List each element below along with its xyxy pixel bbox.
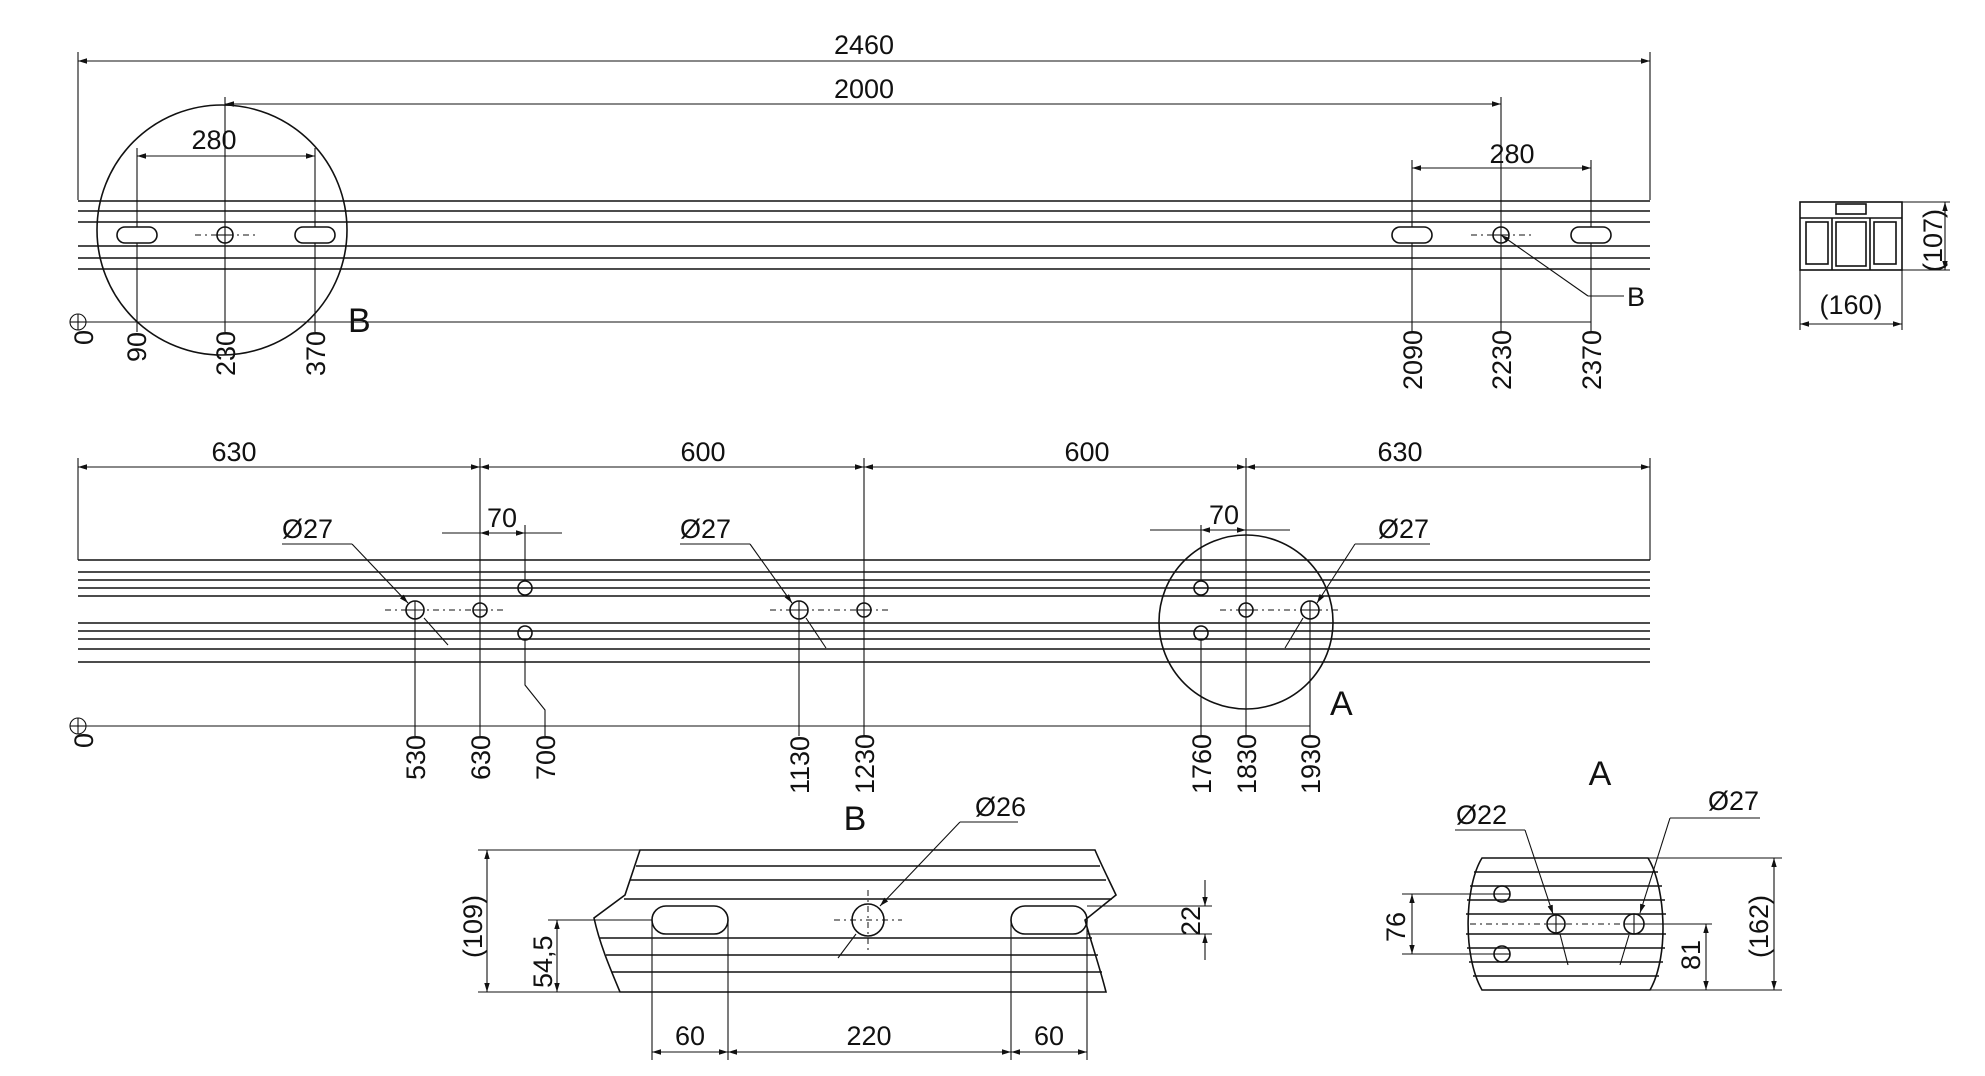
middle-ordinate: 630 <box>466 735 496 780</box>
detail-b-title: B <box>844 800 867 838</box>
detail-b: B Ø26 (109) 54,5 22 <box>458 792 1212 1060</box>
section-view: (107) (160) <box>1799 201 1950 330</box>
detail-b-hole-diameter: Ø26 <box>975 792 1026 822</box>
detail-a-height: (162) <box>1744 895 1774 958</box>
middle-ordinate: 1830 <box>1232 734 1262 794</box>
middle-ordinate: 1230 <box>850 734 880 794</box>
middle-ordinate: 700 <box>531 735 561 780</box>
detail-b-slot-height: 22 <box>1176 906 1206 936</box>
dim-span: 2000 <box>834 74 894 104</box>
detail-b-height: (109) <box>458 895 488 958</box>
detail-a-title: A <box>1589 755 1612 793</box>
top-rail-slots <box>116 226 1612 244</box>
middle-hole-diameter: Ø27 <box>1378 514 1429 544</box>
detail-b-slot-width-left: 60 <box>675 1021 705 1051</box>
top-ordinate: 2090 <box>1398 330 1428 390</box>
detail-b-slot-spacing: 220 <box>846 1021 891 1051</box>
top-view: B 2460 2000 280 280 B 0 <box>69 30 1651 390</box>
top-ordinate: 2370 <box>1577 330 1607 390</box>
top-callout-label: B <box>1627 282 1645 312</box>
middle-detail-label: A <box>1330 685 1353 723</box>
middle-ordinate: 530 <box>401 735 431 780</box>
middle-hole-diameter: Ø27 <box>680 514 731 544</box>
middle-span: 630 <box>1377 437 1422 467</box>
middle-span: 630 <box>211 437 256 467</box>
section-height: (107) <box>1918 209 1948 272</box>
top-ordinate: 90 <box>122 332 152 362</box>
middle-ordinate: 1130 <box>785 736 815 794</box>
detail-a: A Ø22 Ø27 76 <box>1381 755 1782 991</box>
middle-offset-right: 70 <box>1209 500 1239 530</box>
middle-span: 600 <box>680 437 725 467</box>
top-rail-profile <box>78 200 1650 270</box>
detail-circle-b <box>96 104 348 356</box>
dim-slot-spacing-right: 280 <box>1489 139 1534 169</box>
middle-span: 600 <box>1064 437 1109 467</box>
middle-view: A 630 600 600 630 70 70 Ø27 Ø27 <box>69 437 1651 794</box>
dim-overall: 2460 <box>834 30 894 60</box>
detail-b-slot-width-right: 60 <box>1034 1021 1064 1051</box>
section-width: (160) <box>1819 290 1882 320</box>
top-ordinate: 2230 <box>1487 330 1517 390</box>
detail-a-hole-spacing: 76 <box>1381 912 1411 942</box>
detail-a-large-hole-diameter: Ø27 <box>1708 786 1759 816</box>
detail-b-center-height: 54,5 <box>528 935 558 988</box>
middle-offset-left: 70 <box>487 503 517 533</box>
top-detail-label: B <box>348 302 371 340</box>
detail-b-slot <box>651 905 729 935</box>
detail-a-center-height: 81 <box>1676 940 1706 970</box>
middle-hole-diameter: Ø27 <box>282 514 333 544</box>
detail-a-small-hole-diameter: Ø22 <box>1456 800 1507 830</box>
middle-origin: 0 <box>69 733 99 748</box>
dim-slot-spacing-left: 280 <box>191 125 236 155</box>
top-ordinate: 230 <box>211 331 241 376</box>
middle-ordinate: 1930 <box>1296 734 1326 794</box>
top-ordinate: 370 <box>301 331 331 376</box>
middle-ordinate: 1760 <box>1187 734 1217 794</box>
top-origin: 0 <box>69 330 99 345</box>
detail-b-slot <box>1010 905 1088 935</box>
